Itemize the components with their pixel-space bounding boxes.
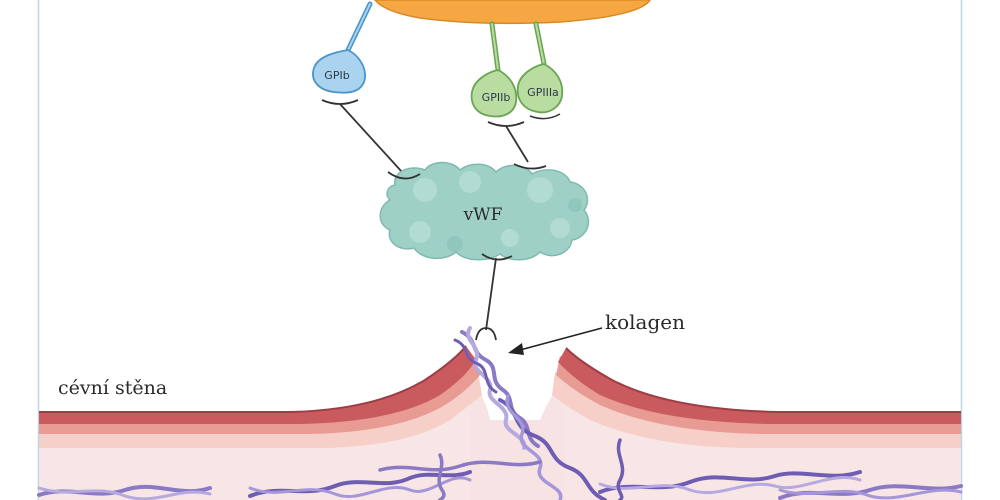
gpiiia-receptor [516,63,564,114]
collagen-pointer-arrow [508,327,603,355]
vwf-socket-gpii [513,163,547,170]
vwf-texture [413,178,437,202]
vwf-texture [409,221,431,243]
collagen-fiber-bottom-4b [598,476,862,495]
vwf-label: vWF [463,205,503,225]
collagen-fiber-bottom-2b [248,476,472,498]
gpib-socket [321,99,359,105]
vwf-texture [447,236,463,252]
vwf-texture [550,218,570,238]
wall-edge-left [39,345,467,413]
gpii-vwf-link [505,125,529,163]
wall-layer-dark-right [558,348,961,424]
collagen-fiber-bottom-1b [37,486,212,500]
wall-layer-mid-right [556,356,961,434]
vessel-wall-label: cévní stěna [58,377,167,399]
gpiib-stalk-core [491,23,499,71]
vwf-texture [501,229,519,247]
tissue-gap [470,380,565,500]
gpib-label: GPIb [324,69,349,82]
gpii-socket [487,121,525,127]
wall-layer-light-right [552,372,961,448]
gpiib-label: GPIIb [482,91,511,104]
collagen-fiber-rising-b [466,326,527,450]
vwf-texture [459,171,481,193]
platelet-body [374,0,651,25]
gpib-stalk-core [347,3,371,51]
gpiib-receptor [470,69,518,118]
collagen-fibers [37,326,963,500]
vwf-texture [527,177,553,203]
vwf-socket-collagen [481,253,513,261]
gpiiia-label: GPIIIa [527,86,559,99]
wall-layer-dark-left [39,346,476,424]
collagen-fiber-rising-c [453,338,498,394]
gpiiia-stalk-core [535,23,545,65]
vwf-texture [568,198,582,212]
collagen-binding-socket [475,327,497,341]
collagen-fiber-descending-b [505,394,563,500]
vwf-collagen-link [485,257,497,331]
collagen-fiber-bottom-3 [378,460,542,472]
gpib-receptor [312,49,366,94]
collagen-label: kolagen [605,310,685,334]
gpib-vwf-link [339,103,403,173]
collagen-fiber-vertical-right [616,438,625,500]
collagen-fiber-vertical-left [437,453,446,500]
gpiiia-socket [529,113,561,120]
collagen-fiber-bottom-5b [778,488,963,500]
vwf-molecule: vWF [379,161,590,261]
vessel-wall [39,345,961,500]
wall-layer-light-left [39,372,482,448]
vwf-socket-gpib [387,171,421,180]
wall-edge-right [565,347,961,413]
